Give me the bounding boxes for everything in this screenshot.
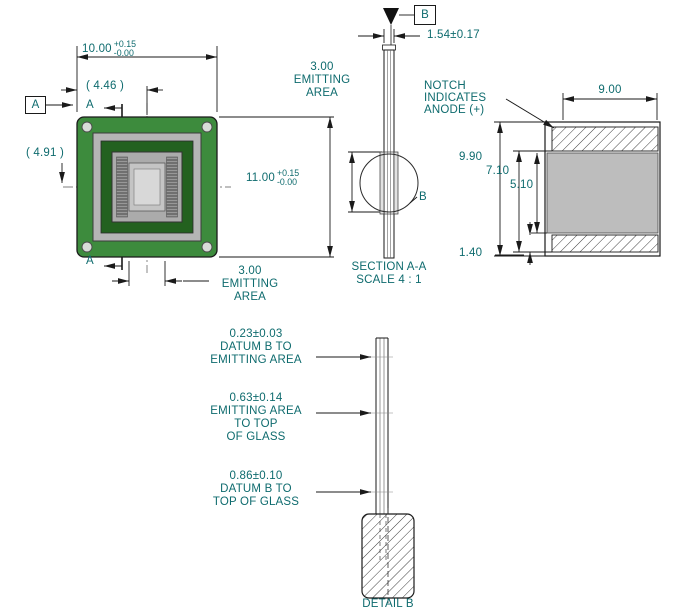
- text-line: 3.00: [238, 265, 262, 277]
- tolerance-stack: +0.15 -0.00: [276, 168, 300, 188]
- tol-plus: +0.15: [113, 39, 137, 49]
- side-view: [494, 93, 661, 265]
- text-line: INDICATES: [424, 92, 487, 104]
- tol-minus: -0.00: [113, 48, 134, 59]
- dim-ref-491: ( 4.91 ): [26, 147, 65, 159]
- note-emitting-glass: 0.63±0.14 EMITTING AREA TO TOP OF GLASS: [196, 392, 316, 444]
- dim-emitting-area-vertical: 3.00 EMITTING AREA: [284, 61, 360, 100]
- corner-pad: [81, 241, 93, 253]
- note-datum-emitting: 0.23±0.03 DATUM B TO EMITTING AREA: [196, 328, 316, 367]
- text-line: AREA: [305, 87, 339, 99]
- dim-510: 5.10: [510, 179, 534, 191]
- text-line: 0.63±0.14: [229, 392, 283, 404]
- datum-a-flag: A: [25, 96, 46, 114]
- text-line: TO TOP: [234, 418, 278, 430]
- section-caption: SECTION A-A SCALE 4 : 1: [337, 261, 441, 287]
- text-line: EMITTING: [293, 74, 351, 86]
- dim-900: 9.00: [598, 84, 622, 96]
- dim-ref-446: ( 4.46 ): [86, 80, 125, 92]
- front-view-dimensions: [46, 46, 382, 286]
- corner-pad: [81, 121, 93, 133]
- detail-view: [316, 337, 415, 603]
- datum-b-flag: B: [414, 5, 436, 25]
- dim-thickness-154: 1.54±0.17: [427, 29, 480, 41]
- text-line: EMITTING AREA: [210, 354, 302, 366]
- tolerance-stack: +0.15 -0.00: [113, 39, 137, 59]
- text-line: OF GLASS: [226, 431, 286, 443]
- dim-990: 9.90: [459, 151, 483, 163]
- dim-height-11: 11.00 +0.15 -0.00: [246, 168, 300, 188]
- text-line: AREA: [233, 291, 267, 303]
- dim-emitting-area-horizontal: 3.00 EMITTING AREA: [212, 265, 288, 304]
- corner-pad: [201, 121, 213, 133]
- section-mark-a-top: A: [86, 99, 94, 111]
- front-view: [63, 103, 231, 273]
- caption-line: SCALE 4 : 1: [356, 274, 422, 286]
- tol-plus: +0.15: [276, 168, 300, 178]
- section-flag-arrow: [383, 8, 399, 25]
- section-mark-a-bottom: A: [86, 255, 94, 267]
- detail-caption: DETAIL B: [362, 598, 414, 610]
- text-line: 3.00: [310, 61, 334, 73]
- text-line: 0.23±0.03: [229, 328, 283, 340]
- text-line: DATUM B TO: [220, 341, 292, 353]
- bottom-electrode: [551, 234, 659, 253]
- corner-pad: [201, 241, 213, 253]
- dim-value: 10.00: [82, 42, 112, 55]
- text-line: NOTCH: [424, 80, 466, 92]
- text-line: DATUM B TO: [220, 483, 292, 495]
- section-view: [358, 8, 420, 259]
- wirebond-right: [166, 156, 178, 218]
- text-line: TOP OF GLASS: [212, 496, 300, 508]
- top-electrode: [551, 126, 659, 152]
- text-line: EMITTING: [221, 278, 279, 290]
- note-anode: NOTCH INDICATES ANODE (+): [424, 80, 486, 116]
- text-line: 0.86±0.10: [229, 470, 283, 482]
- text-line: ANODE (+): [424, 104, 485, 116]
- dim-value: 11.00: [246, 171, 275, 184]
- detail-b-callout: B: [419, 191, 427, 203]
- note-datum-glass: 0.86±0.10 DATUM B TO TOP OF GLASS: [196, 470, 316, 509]
- detail-circle: [359, 153, 419, 213]
- caption-line: SECTION A-A: [351, 261, 427, 273]
- dim-width-10: 10.00 +0.15 -0.00: [82, 39, 137, 59]
- dim-140: 1.40: [459, 247, 483, 259]
- dim-710: 7.10: [486, 165, 510, 177]
- wirebond-left: [116, 156, 128, 218]
- body-middle: [546, 152, 659, 234]
- text-line: EMITTING AREA: [210, 405, 302, 417]
- tol-minus: -0.00: [276, 177, 297, 188]
